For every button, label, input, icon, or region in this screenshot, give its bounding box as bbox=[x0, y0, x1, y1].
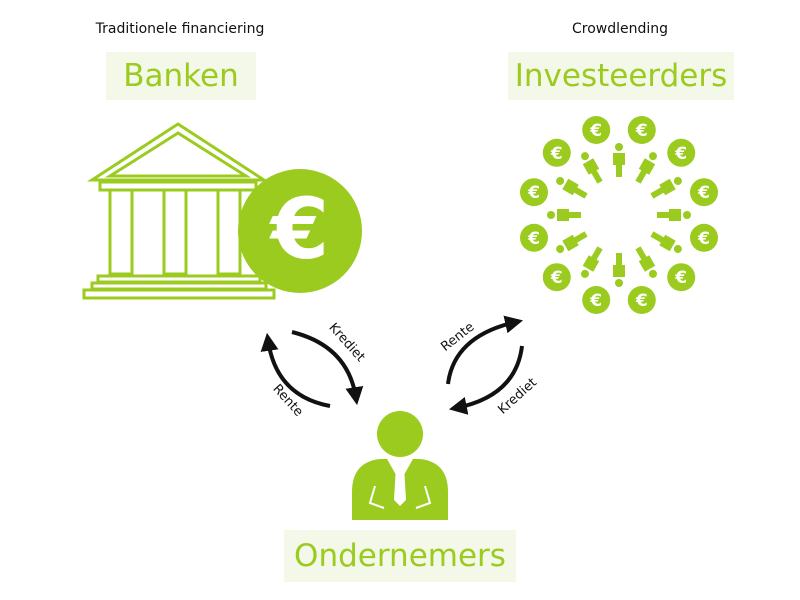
investor-person-icon bbox=[556, 177, 588, 199]
investor-coin-icon: € bbox=[582, 286, 611, 315]
investor-person-icon bbox=[581, 152, 603, 184]
investor-person-icon bbox=[581, 246, 603, 278]
coin-euro-symbol: € bbox=[635, 121, 648, 141]
coin-euro-symbol: € bbox=[697, 183, 710, 203]
caption-traditional-financing: Traditionele financiering bbox=[95, 21, 265, 37]
caption-crowdlending: Crowdlending bbox=[571, 21, 669, 37]
bank-exchange-arrows bbox=[260, 330, 364, 408]
investor-person-icon bbox=[650, 231, 682, 253]
investor-coin-icon: € bbox=[667, 263, 696, 292]
investor-person-icon bbox=[613, 143, 625, 177]
coin-euro-symbol: € bbox=[674, 268, 687, 288]
investor-coin-icon: € bbox=[667, 138, 696, 167]
investor-coin-icon: € bbox=[690, 178, 719, 207]
investor-person-icon bbox=[547, 209, 581, 221]
euro-coin-icon: € bbox=[238, 169, 362, 293]
coin-euro-symbol: € bbox=[589, 121, 602, 141]
investor-person-icon bbox=[657, 209, 691, 221]
coin-euro-symbol: € bbox=[550, 268, 563, 288]
investor-exchange-arrows bbox=[446, 315, 524, 415]
entrepreneur-person-icon bbox=[352, 411, 448, 520]
entrepreneurs-label: Ondernemers bbox=[284, 530, 516, 582]
coin-euro-symbol: € bbox=[589, 291, 602, 311]
coin-euro-symbol: € bbox=[527, 183, 540, 203]
investor-person-icon bbox=[613, 253, 625, 287]
investor-coin-icon: € bbox=[627, 115, 656, 144]
investor-coin-icon: € bbox=[542, 138, 571, 167]
investor-interest-label: Rente bbox=[438, 320, 477, 355]
investor-coin-icon: € bbox=[690, 223, 719, 252]
investor-person-icon bbox=[635, 246, 657, 278]
investors-ring: € € € € € € € € € € € € bbox=[519, 115, 719, 315]
coin-euro-symbol: € bbox=[527, 229, 540, 249]
coin-euro-symbol: € bbox=[635, 291, 648, 311]
investor-coin-icon: € bbox=[627, 286, 656, 315]
euro-symbol: € bbox=[269, 180, 329, 278]
investors-label: Investeerders bbox=[508, 52, 734, 100]
coin-euro-symbol: € bbox=[697, 229, 710, 249]
coin-euro-symbol: € bbox=[550, 144, 563, 164]
investor-coin-icon: € bbox=[519, 223, 548, 252]
bank-credit-label: Krediet bbox=[325, 320, 367, 365]
coin-euro-symbol: € bbox=[674, 144, 687, 164]
investor-person-icon bbox=[556, 231, 588, 253]
investor-coin-icon: € bbox=[542, 263, 571, 292]
investor-credit-label: Krediet bbox=[495, 375, 540, 417]
investor-person-icon bbox=[650, 177, 682, 199]
investor-coin-icon: € bbox=[582, 115, 611, 144]
investor-coin-icon: € bbox=[519, 178, 548, 207]
investor-person-icon bbox=[635, 152, 657, 184]
banks-label: Banken bbox=[106, 52, 256, 100]
bank-building-icon bbox=[82, 122, 276, 300]
